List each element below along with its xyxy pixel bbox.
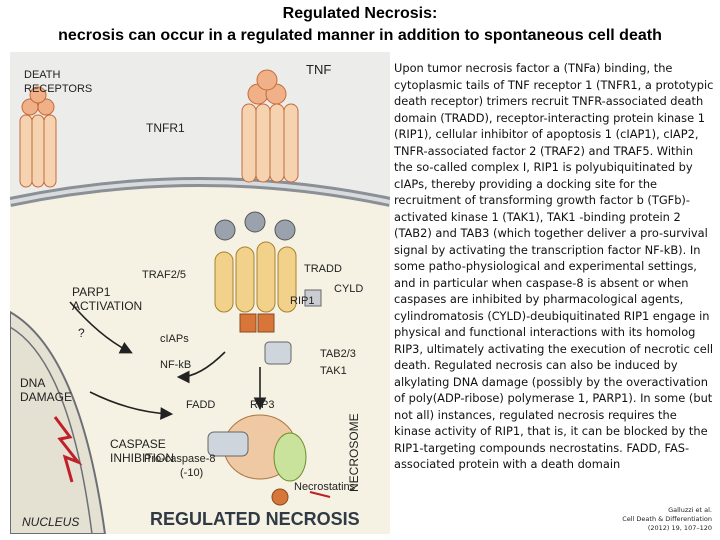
cyld-protein [304, 289, 322, 307]
procaspase-label: Pro-caspase-8 [144, 453, 216, 465]
description-text: Upon tumor necrosis factor a (TNFa) bind… [394, 61, 714, 471]
regulated-necrosis-banner: REGULATED NECROSIS [150, 509, 360, 529]
necrostatins-label: Necrostatins [294, 481, 356, 493]
death-receptors-label-2: RECEPTORS [24, 83, 92, 95]
necrosome-complex [207, 414, 307, 506]
complex-one [214, 211, 322, 365]
regulated-necrosis-diagram: DEATH RECEPTORS TNF TNFR1 TRAF2/5 TRADD … [10, 52, 390, 534]
dna-label: DNA [20, 376, 45, 390]
rip3-label: RIP3 [250, 399, 274, 411]
nucleus-label: NUCLEUS [22, 515, 79, 529]
tnfr1-receptor-left [19, 114, 57, 188]
procaspase-sub-label: (-10) [180, 467, 203, 479]
rip1-protein [239, 313, 257, 333]
fadd-protein [207, 431, 249, 457]
signal-arrows [69, 301, 331, 498]
necrosome-label: NECROSOME [347, 413, 361, 492]
cyld-label: CYLD [334, 283, 363, 295]
citation: Galluzzi et al. Cell Death & Differentia… [592, 506, 712, 533]
tnfr1-label: TNFR1 [146, 121, 185, 135]
death-receptors-label: DEATH [24, 69, 61, 81]
citation-journal: Cell Death & Differentiation [622, 515, 712, 523]
nfkb-label: NF-kB [160, 359, 191, 371]
parp1-label: PARP1 [72, 285, 111, 299]
caspase-label: CASPASE [110, 437, 166, 451]
question-label: ? [78, 326, 85, 340]
fadd-label: FADD [186, 399, 215, 411]
tak1-label: TAK1 [320, 365, 347, 377]
traf25-protein [214, 251, 234, 313]
caspase-inhibition-label: INHIBITION [110, 451, 174, 465]
tnf-trimer-left [21, 86, 55, 116]
ciap-protein [214, 219, 236, 241]
tradd-protein [256, 241, 276, 313]
dna-damage-label: DAMAGE [20, 390, 72, 404]
page-subtitle: necrosis can occur in a regulated manner… [58, 27, 662, 44]
nucleus [10, 310, 107, 534]
tab-tak-complex [264, 341, 292, 365]
dna-damage-lightning-icon [53, 416, 83, 483]
rip1-label: RIP1 [290, 295, 314, 307]
ciaps-label: cIAPs [160, 333, 189, 345]
citation-authors: Galluzzi et al. [668, 506, 712, 514]
tnfr1-receptor-right [241, 103, 299, 183]
page-title: Regulated Necrosis: [282, 5, 438, 22]
tnf-label: TNF [306, 62, 331, 77]
traf25-label: TRAF2/5 [142, 269, 186, 281]
procaspase-protein [271, 488, 289, 506]
parp1-activation-label: ACTIVATION [72, 299, 142, 313]
tab23-label: TAB2/3 [320, 348, 356, 360]
tradd-label: TRADD [304, 263, 342, 275]
citation-volume: (2012) 19, 107–120 [647, 524, 712, 532]
